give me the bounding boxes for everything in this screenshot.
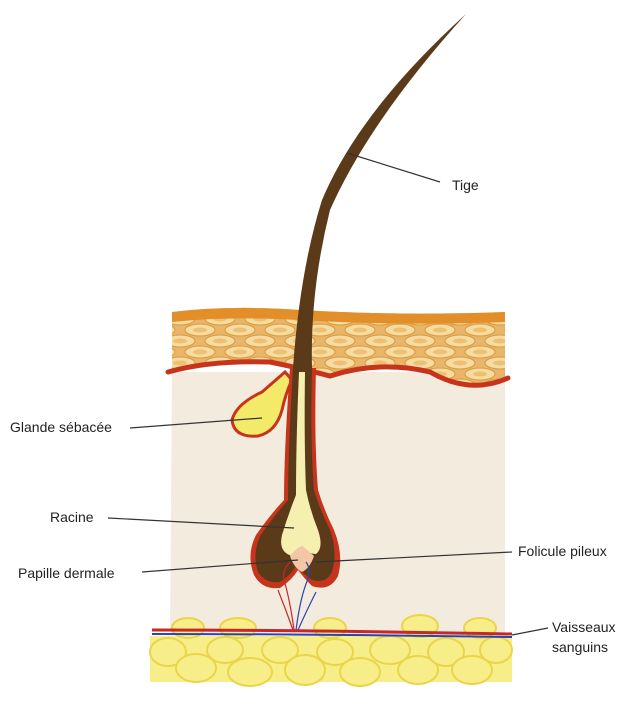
label-vaisseaux: Vaisseaux: [552, 619, 616, 635]
label-racine: Racine: [50, 509, 94, 525]
label-glande-sebacee: Glande sébacée: [10, 419, 112, 435]
label-tige: Tige: [452, 177, 479, 193]
label-papille-dermale: Papille dermale: [18, 565, 115, 581]
label-folicule-pileux: Folicule pileux: [518, 543, 607, 559]
dermis-layer: [170, 372, 505, 635]
label-sanguins: sanguins: [552, 639, 608, 655]
